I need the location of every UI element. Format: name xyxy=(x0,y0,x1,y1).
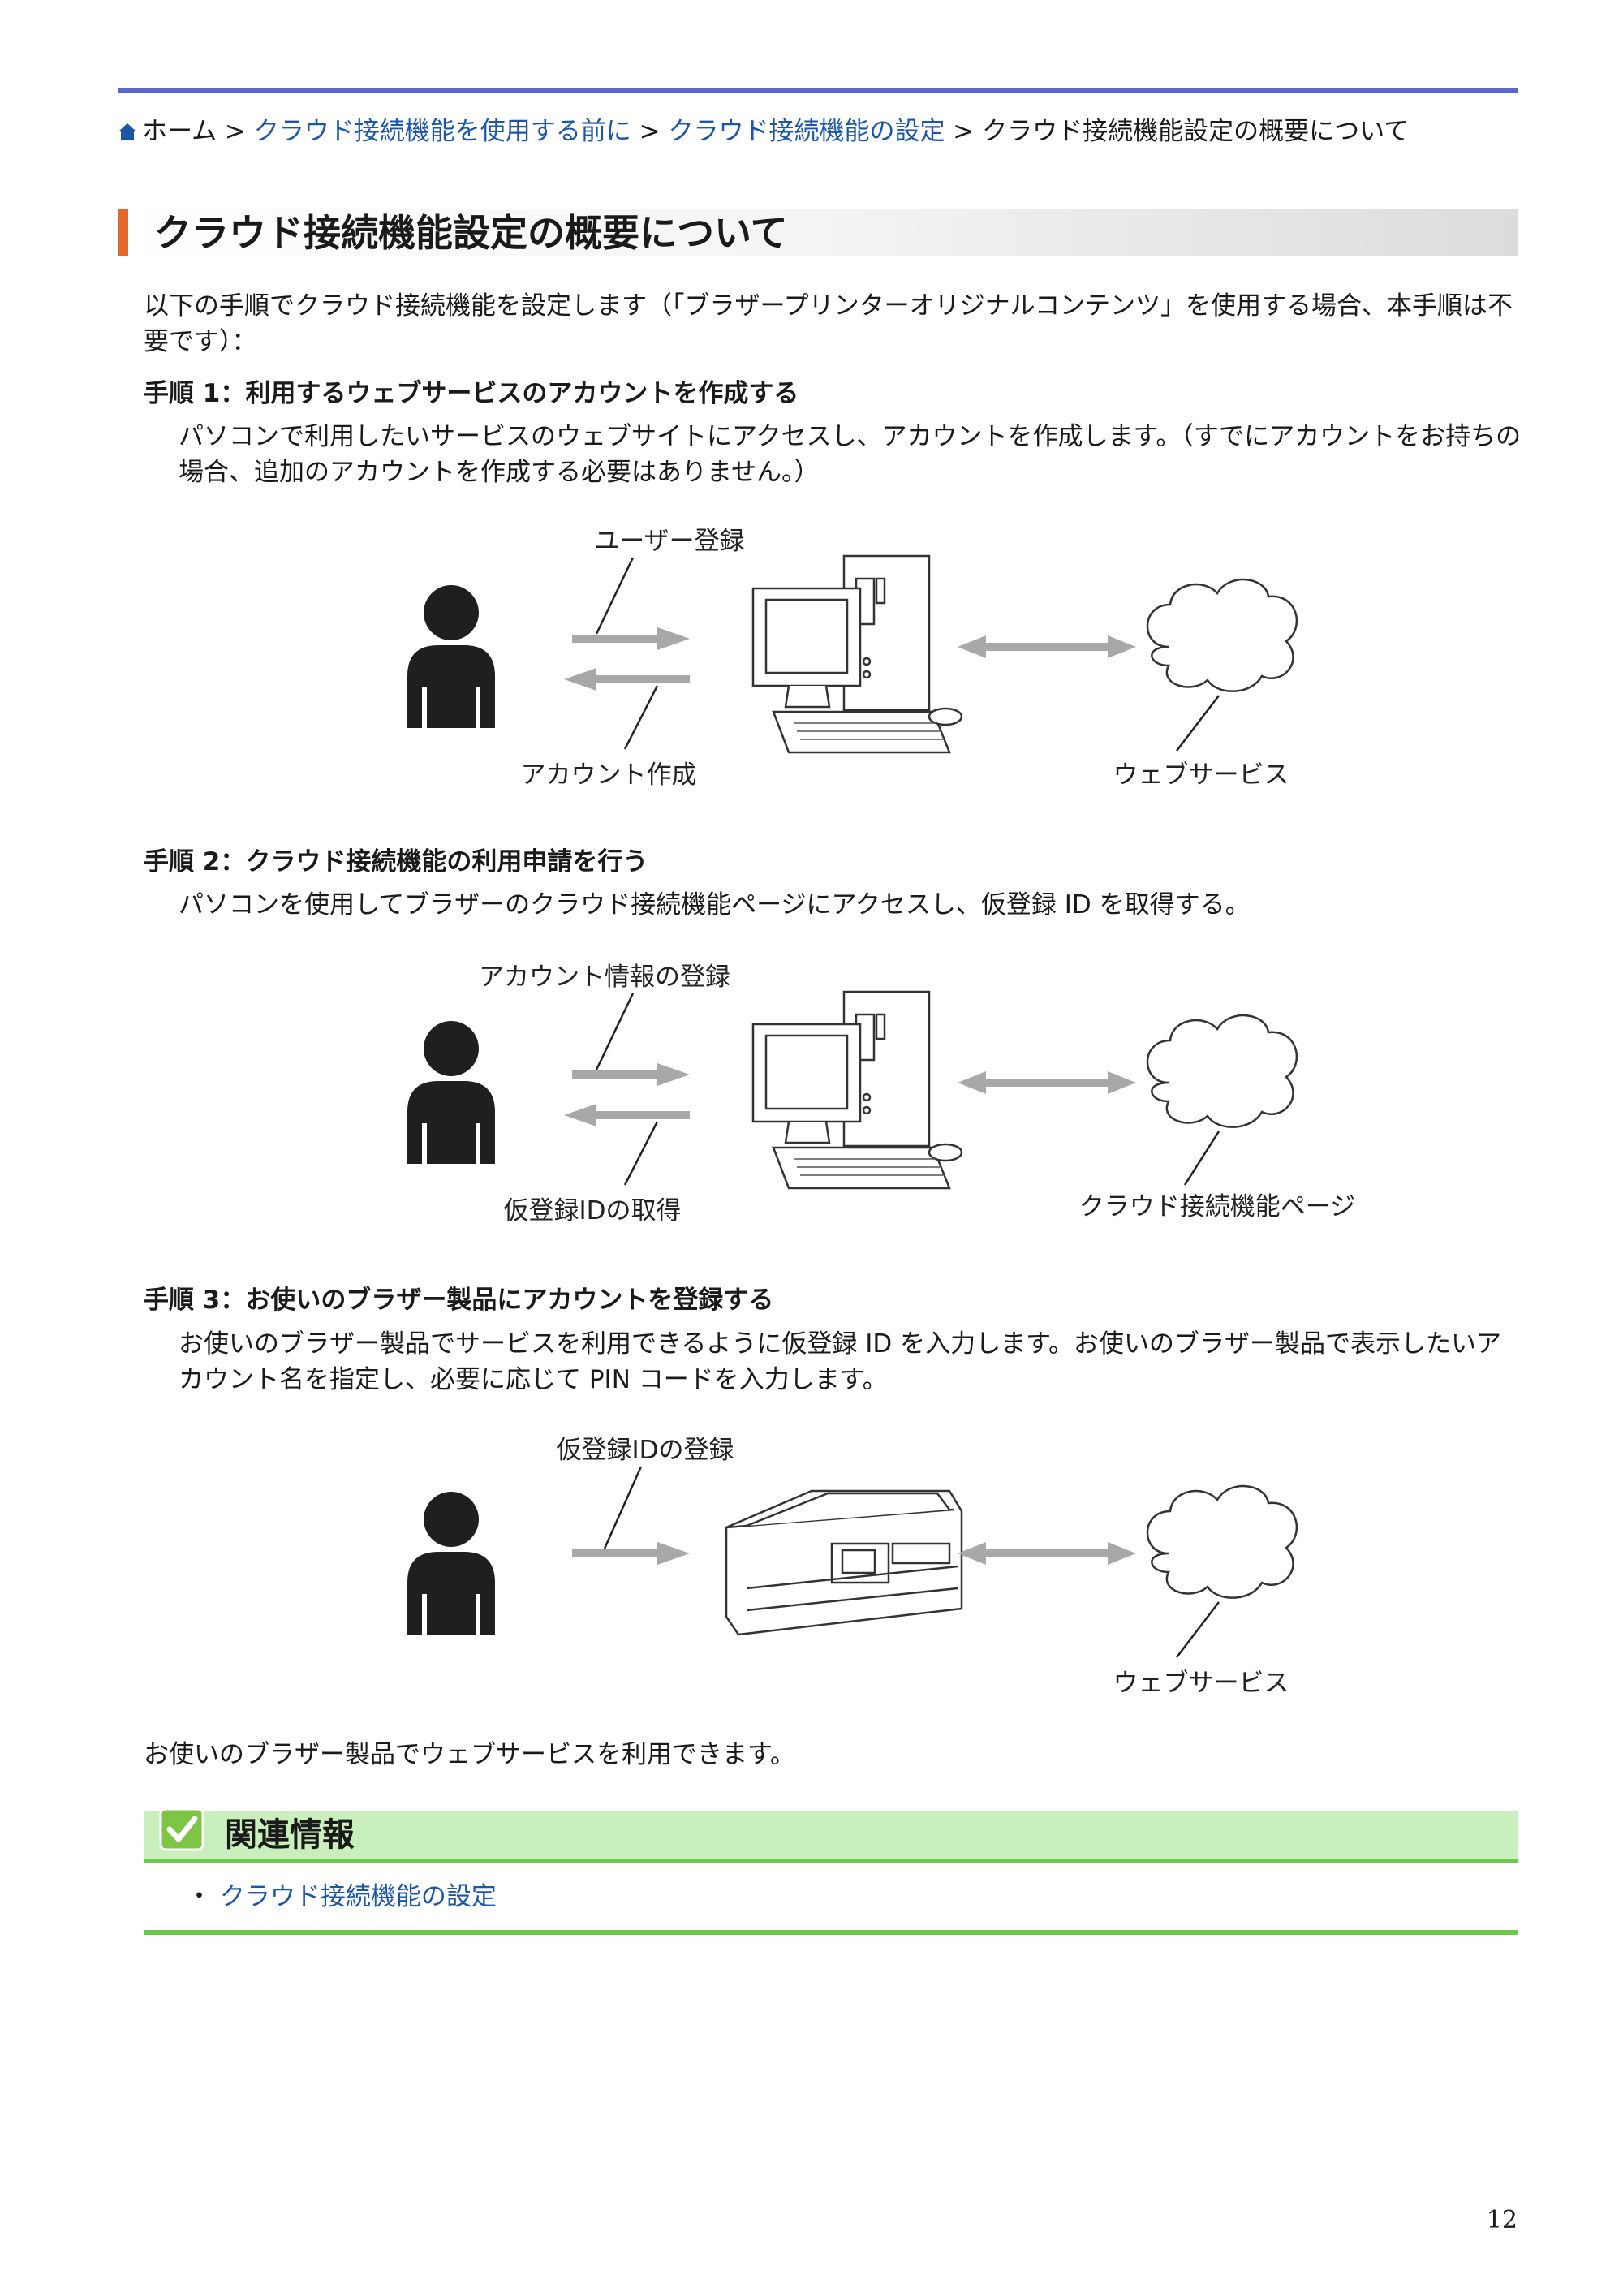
step-2-diagram: アカウント情報の登録 仮登録IDの取得 クラウド接続機能ページ xyxy=(407,963,1355,1226)
diagram-cloud-label: ウェブサービス xyxy=(1113,1669,1289,1698)
related-info-item: ・ クラウド接続機能の設定 xyxy=(187,1879,497,1915)
title-accent-mark xyxy=(118,209,128,256)
arrow-left-icon xyxy=(958,1542,986,1565)
person-icon xyxy=(407,1492,495,1635)
checkmark-icon xyxy=(159,1807,204,1851)
page-number: 12 xyxy=(1486,2206,1518,2234)
diagram-top-label: 仮登録IDの登録 xyxy=(556,1436,734,1465)
step-1-heading: 手順 1：利用するウェブサービスのアカウントを作成する xyxy=(144,379,799,408)
breadcrumb-current: クラウド接続機能設定の概要について xyxy=(982,117,1410,146)
diagram-top-label: ユーザー登録 xyxy=(594,527,744,556)
step-3-diagram: 仮登録IDの登録 ウェブサービス xyxy=(407,1436,1298,1698)
step-3-heading: 手順 3：お使いのブラザー製品にアカウントを登録する xyxy=(144,1286,774,1315)
arrow-left-icon xyxy=(564,668,596,691)
breadcrumb-link-cloud-settings[interactable]: クラウド接続機能の設定 xyxy=(668,117,945,146)
person-icon xyxy=(407,585,495,728)
breadcrumb-separator: > xyxy=(631,117,669,146)
cloud-icon xyxy=(1146,1485,1298,1599)
step-1-diagram: ユーザー登録 アカウント作成 ウェブサービス xyxy=(407,527,1298,790)
printer-icon xyxy=(725,1489,963,1636)
diagram-bottom-label: 仮登録IDの取得 xyxy=(503,1196,681,1226)
intro-text: 以下の手順でクラウド接続機能を設定します（「ブラザープリンターオリジナルコンテン… xyxy=(144,291,1513,356)
arrow-right-icon xyxy=(1108,635,1136,658)
arrow-right-icon xyxy=(657,1542,690,1565)
person-icon xyxy=(407,1021,495,1164)
page-title: クラウド接続機能設定の概要について xyxy=(154,211,788,255)
computer-icon xyxy=(751,554,963,754)
bullet: ・ xyxy=(187,1882,212,1911)
arrow-left-icon xyxy=(564,1104,596,1126)
related-info-title: 関連情報 xyxy=(225,1816,355,1854)
related-link-cloud-settings[interactable]: クラウド接続機能の設定 xyxy=(219,1882,497,1911)
title-bar xyxy=(118,209,1518,256)
top-rule xyxy=(118,88,1518,93)
step-2-heading: 手順 2：クラウド接続機能の利用申請を行う xyxy=(144,847,648,877)
diagram-bottom-label: アカウント作成 xyxy=(521,760,697,790)
step-2-body: パソコンを使用してブラザーのクラウド接続機能ページにアクセスし、仮登録 ID を… xyxy=(179,890,1251,920)
conclusion-text: お使いのブラザー製品でウェブサービスを利用できます。 xyxy=(144,1740,795,1769)
arrow-left-icon xyxy=(958,635,986,658)
breadcrumb-home[interactable]: ホーム xyxy=(142,117,217,146)
related-info-header xyxy=(144,1811,1518,1863)
related-info-bottom-rule xyxy=(144,1930,1518,1935)
arrow-right-icon xyxy=(657,627,690,650)
diagram-cloud-label: ウェブサービス xyxy=(1113,760,1289,790)
breadcrumb-separator: > xyxy=(217,117,254,146)
home-icon[interactable] xyxy=(118,123,137,140)
arrow-right-icon xyxy=(1108,1071,1136,1094)
breadcrumb-separator: > xyxy=(945,117,983,146)
cloud-icon xyxy=(1146,579,1298,692)
diagram-top-label: アカウント情報の登録 xyxy=(479,963,730,992)
cloud-icon xyxy=(1146,1014,1298,1128)
breadcrumb: ホーム > クラウド接続機能を使用する前に > クラウド接続機能の設定 > クラ… xyxy=(118,114,1518,149)
arrow-left-icon xyxy=(958,1071,986,1094)
arrow-right-icon xyxy=(657,1063,690,1086)
computer-icon xyxy=(751,990,963,1190)
diagram-cloud-label: クラウド接続機能ページ xyxy=(1079,1192,1355,1221)
arrow-right-icon xyxy=(1108,1542,1136,1565)
step-1-body: パソコンで利用したいサービスのウェブサイトにアクセスし、アカウントを作成します。… xyxy=(179,422,1522,487)
breadcrumb-link-before-use[interactable]: クラウド接続機能を使用する前に xyxy=(253,117,631,146)
step-3-body: お使いのブラザー製品でサービスを利用できるように仮登録 ID を入力します。お使… xyxy=(179,1329,1501,1394)
